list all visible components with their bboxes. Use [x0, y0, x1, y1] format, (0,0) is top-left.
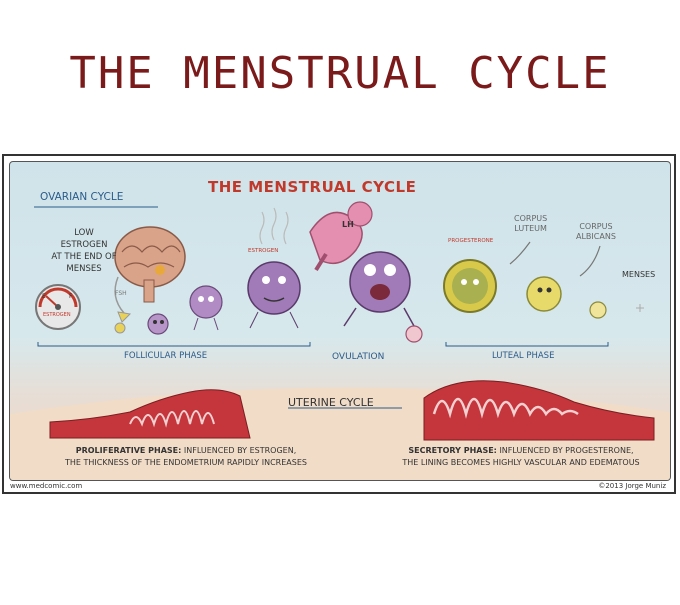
progesterone-label: PROGESTERONE: [448, 238, 494, 244]
page-title: THE MENSTRUAL CYCLE: [69, 48, 611, 99]
corpus-albicans-large-icon: [526, 276, 562, 312]
estrogen-gauge-icon: [35, 284, 81, 330]
ovulation-label: OVULATION: [332, 352, 385, 362]
sparkle-icon: [636, 304, 644, 312]
ovarian-cycle-heading: OVARIAN CYCLE: [40, 191, 124, 203]
pituitary-icon: [155, 265, 165, 275]
author-credit: ©2013 Jorge Muniz: [598, 482, 666, 490]
arrow-icon: [579, 245, 601, 277]
corpus-albicans-line: CORPUS: [579, 222, 613, 231]
panel-title: THE MENSTRUAL CYCLE: [208, 178, 417, 196]
small-bubble-icon: [114, 322, 126, 334]
proliferative-line-1: PROLIFERATIVE PHASE: INFLUENCED BY ESTRO…: [40, 445, 332, 457]
illustration-art: [10, 201, 670, 480]
secretory-line1: INFLUENCED BY PROGESTERONE,: [499, 446, 634, 455]
proliferative-heading: PROLIFERATIVE PHASE:: [75, 446, 182, 455]
secretory-caption: SECRETORY PHASE: INFLUENCED BY PROGESTER…: [376, 445, 666, 469]
brain-icon: [114, 226, 186, 303]
menstrual-cycle-panel: THE MENSTRUAL CYCLE OVARIAN CYCLE LOW ES…: [9, 161, 671, 481]
follicular-bracket: [37, 342, 311, 347]
proliferative-caption: PROLIFERATIVE PHASE: INFLUENCED BY ESTRO…: [40, 445, 332, 469]
secretory-endometrium-icon: [423, 380, 655, 441]
low-estrogen-line: LOW: [74, 228, 94, 238]
egg-icon: [405, 325, 423, 343]
low-estrogen-line: AT THE END OF: [51, 252, 117, 262]
ovulating-follicle-icon: [343, 251, 415, 327]
proliferative-endometrium-icon: [49, 389, 251, 439]
medium-follicle-icon: [189, 285, 223, 331]
luteal-phase-label: LUTEAL PHASE: [492, 351, 555, 361]
luteal-bracket: [445, 342, 609, 347]
low-estrogen-line: ESTROGEN: [60, 240, 108, 250]
small-follicle-icon: [147, 313, 169, 335]
fsh-label: FSH: [115, 290, 127, 297]
corpus-albicans-small-icon: [589, 301, 607, 319]
gauge-label: ESTROGEN: [43, 312, 71, 318]
wavy-icon: [283, 211, 289, 245]
corpus-luteum-line: CORPUS: [514, 214, 548, 223]
site-credit: www.medcomic.com: [10, 482, 83, 490]
gauge-empty-mark: E: [42, 293, 46, 300]
corpus-luteum-line: LUTEUM: [514, 224, 547, 233]
secretory-line-2: THE LINING BECOMES HIGHLY VASCULAR AND E…: [402, 458, 640, 467]
follicular-phase-label: FOLLICULAR PHASE: [124, 351, 208, 361]
corpus-albicans-label: CORPUS ALBICANS: [576, 222, 616, 242]
menses-label: MENSES: [622, 270, 656, 279]
corpus-luteum-icon: [443, 259, 497, 313]
wavy-icon: [271, 207, 277, 241]
arrow-icon: [509, 241, 531, 265]
illustration-frame: THE MENSTRUAL CYCLE OVARIAN CYCLE LOW ES…: [2, 154, 676, 494]
secretory-line-1: SECRETORY PHASE: INFLUENCED BY PROGESTER…: [376, 445, 666, 457]
fsh-arrowhead: [117, 311, 132, 323]
lh-label: LH: [342, 220, 354, 229]
low-estrogen-label: LOW ESTROGEN AT THE END OF MENSES: [44, 227, 124, 275]
large-follicle-icon: [247, 261, 301, 329]
gauge-full-mark: F: [69, 293, 73, 300]
fsh-arrow: [114, 276, 125, 314]
low-estrogen-line: MENSES: [66, 264, 102, 274]
wavy-icon: [259, 211, 265, 245]
proliferative-line-2: THE THICKNESS OF THE ENDOMETRIUM RAPIDLY…: [65, 458, 307, 467]
secretory-heading: SECRETORY PHASE:: [408, 446, 497, 455]
estrogen-label: ESTROGEN: [248, 248, 279, 254]
corpus-albicans-line: ALBICANS: [576, 232, 616, 241]
corpus-luteum-label: CORPUS LUTEUM: [514, 214, 547, 234]
uterine-cycle-heading: UTERINE CYCLE: [288, 396, 374, 409]
lh-character-icon: [309, 201, 373, 272]
proliferative-line1: INFLUENCED BY ESTROGEN,: [183, 446, 297, 455]
